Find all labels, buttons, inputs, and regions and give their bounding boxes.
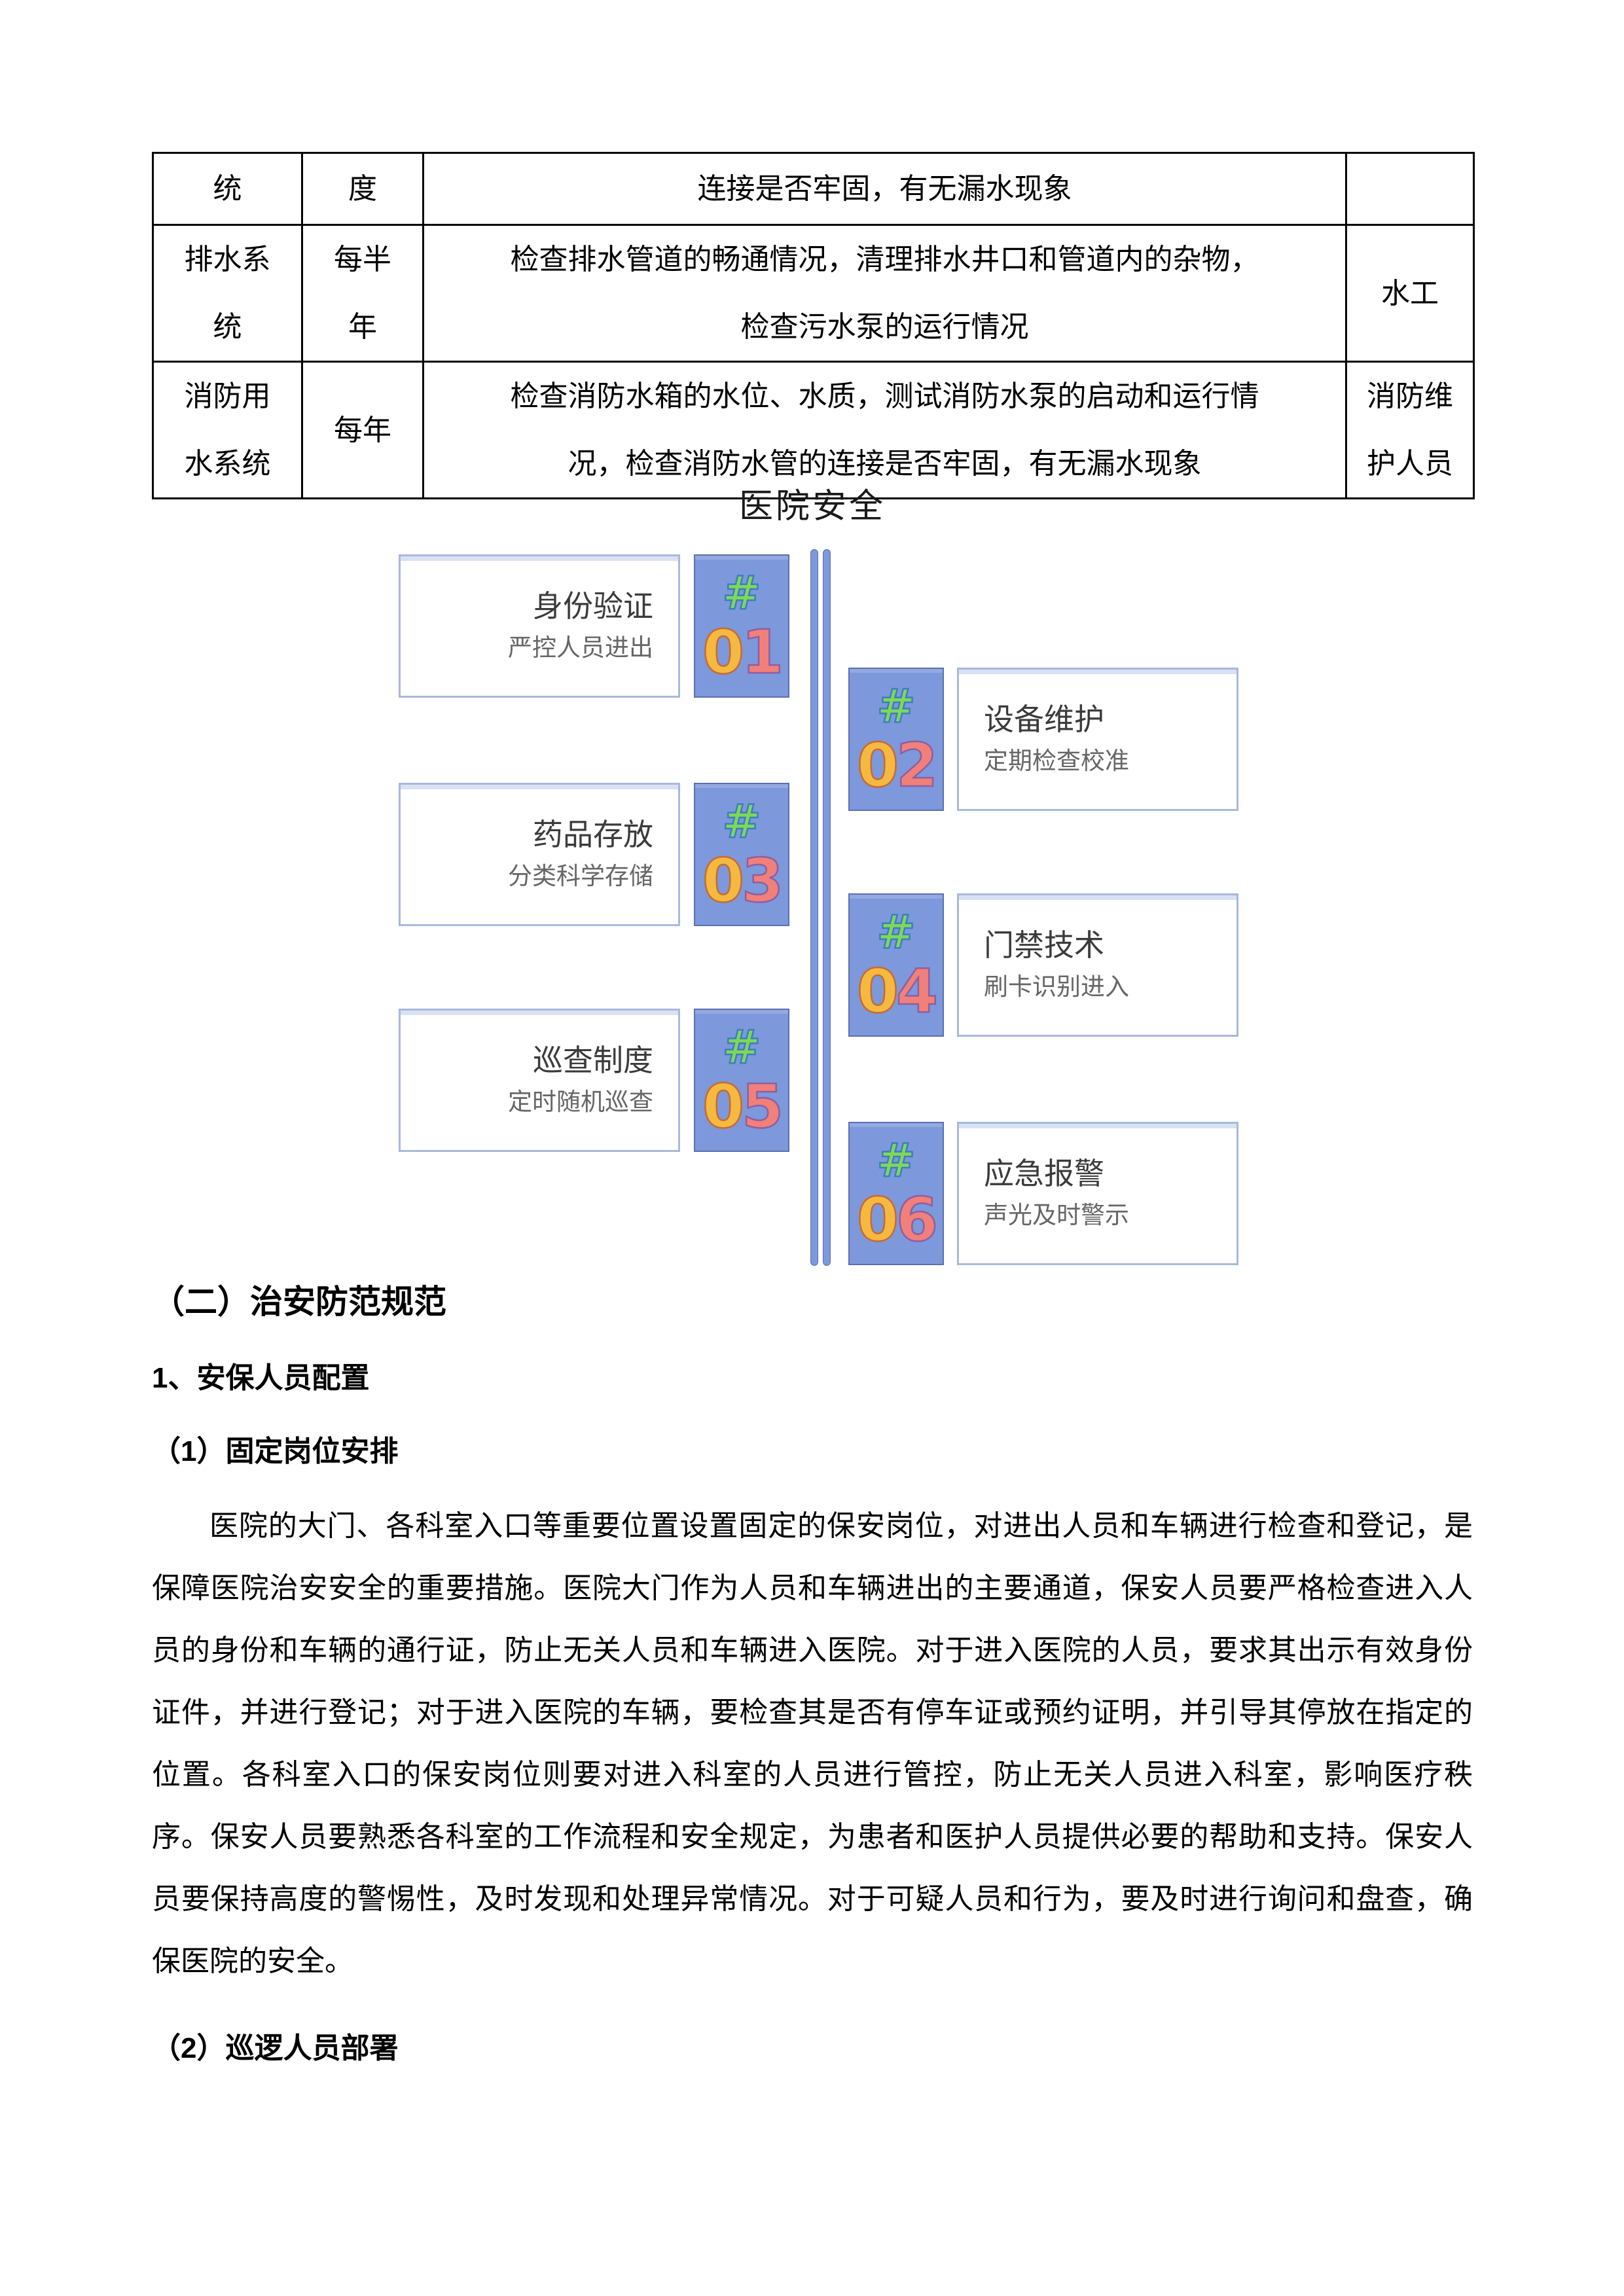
- table-cell-system: 排水系统: [152, 224, 303, 363]
- body-paragraph: 医院的大门、各科室入口等重要位置设置固定的保安岗位，对进出人员和车辆进行检查和登…: [152, 1510, 1473, 1977]
- diagram-badge-02: # 02: [848, 668, 944, 811]
- card-title: 设备维护: [984, 702, 1104, 736]
- card-subtitle: 严控人员进出: [508, 634, 653, 662]
- table-cell-staff: [1345, 152, 1475, 226]
- badge-number: 03: [702, 845, 785, 916]
- subsection-heading-staffing: 1、安保人员配置: [152, 1362, 370, 1394]
- maintenance-table: 统 度 连接是否牢固，有无漏水现象 排水系统 每半年 检查排水管道的畅通情况，清…: [152, 152, 1475, 499]
- card-title: 身份验证: [533, 589, 653, 623]
- table-cell-system: 消防用水系统: [152, 361, 303, 499]
- table-cell-staff: 水工: [1345, 224, 1475, 363]
- table-row: 排水系统 每半年 检查排水管道的畅通情况，清理排水井口和管道内的杂物， 检查污水…: [152, 224, 1475, 363]
- diagram-card-patrol-system: 巡查制度 定时随机巡查: [399, 1009, 680, 1152]
- table-row: 消防用水系统 每年 检查消防水箱的水位、水质，测试消防水泵的启动和运行情 况，检…: [152, 361, 1475, 499]
- subsection-heading-patrol-deployment: （2）巡逻人员部署: [152, 2032, 399, 2064]
- table-cell-staff: 消防维护人员: [1345, 361, 1475, 499]
- table-cell-description: 连接是否牢固，有无漏水现象: [422, 152, 1347, 226]
- diagram-badge-06: # 06: [848, 1122, 944, 1265]
- diagram-title: 医院安全: [738, 488, 886, 526]
- card-title: 巡查制度: [533, 1043, 653, 1077]
- text-content: （二）治安防范规范 1、安保人员配置 （1）固定岗位安排 医院的大门、各科室入口…: [152, 1282, 1473, 2104]
- hash-icon: #: [721, 565, 761, 620]
- table-cell-frequency: 每年: [301, 361, 424, 499]
- section-heading: （二）治安防范规范: [152, 1283, 446, 1320]
- timeline-line-right: [823, 549, 831, 1266]
- badge-number: 04: [856, 956, 939, 1026]
- card-subtitle: 定时随机巡查: [508, 1088, 653, 1116]
- badge-number: 06: [856, 1184, 939, 1255]
- diagram-badge-05: # 05: [694, 1009, 789, 1152]
- diagram-card-emergency-alarm: 应急报警 声光及时警示: [957, 1122, 1238, 1265]
- card-subtitle: 声光及时警示: [984, 1202, 1129, 1229]
- diagram-card-identity-check: 身份验证 严控人员进出: [399, 554, 680, 698]
- diagram-card-equipment-maintenance: 设备维护 定期检查校准: [957, 668, 1238, 811]
- hash-icon: #: [876, 679, 916, 733]
- hash-icon: #: [876, 905, 916, 959]
- table-cell-frequency: 每半年: [301, 224, 424, 363]
- diagram-card-medicine-storage: 药品存放 分类科学存储: [399, 783, 680, 926]
- timeline-line-left: [810, 549, 818, 1266]
- table-cell-description: 检查消防水箱的水位、水质，测试消防水泵的启动和运行情 况，检查消防水管的连接是否…: [422, 361, 1347, 499]
- diagram-badge-04: # 04: [848, 893, 944, 1037]
- card-title: 药品存放: [533, 817, 653, 852]
- hash-icon: #: [721, 1020, 761, 1074]
- card-title: 门禁技术: [984, 928, 1104, 962]
- diagram-badge-01: # 01: [694, 554, 789, 698]
- hash-icon: #: [721, 794, 761, 848]
- badge-number: 02: [856, 730, 939, 800]
- diagram-badge-03: # 03: [694, 783, 789, 926]
- table-cell-system: 统: [152, 152, 303, 226]
- subsection-heading-fixed-posts: （1）固定岗位安排: [152, 1435, 399, 1467]
- card-subtitle: 分类科学存储: [508, 863, 653, 890]
- hospital-safety-diagram: 医院安全 身份验证 严控人员进出 # 01 # 02 设备维护 定期检查校准 药…: [152, 488, 1473, 1289]
- badge-number: 01: [702, 617, 785, 687]
- card-title: 应急报警: [984, 1157, 1104, 1191]
- table-row: 统 度 连接是否牢固，有无漏水现象: [152, 152, 1475, 226]
- table-cell-description: 检查排水管道的畅通情况，清理排水井口和管道内的杂物， 检查污水泵的运行情况: [422, 224, 1347, 363]
- card-subtitle: 定期检查校准: [984, 747, 1129, 775]
- card-subtitle: 刷卡识别进入: [984, 973, 1129, 1001]
- diagram-card-access-control: 门禁技术 刷卡识别进入: [957, 893, 1238, 1037]
- hash-icon: #: [876, 1133, 916, 1187]
- badge-number: 05: [702, 1071, 785, 1141]
- table-cell-frequency: 度: [301, 152, 424, 226]
